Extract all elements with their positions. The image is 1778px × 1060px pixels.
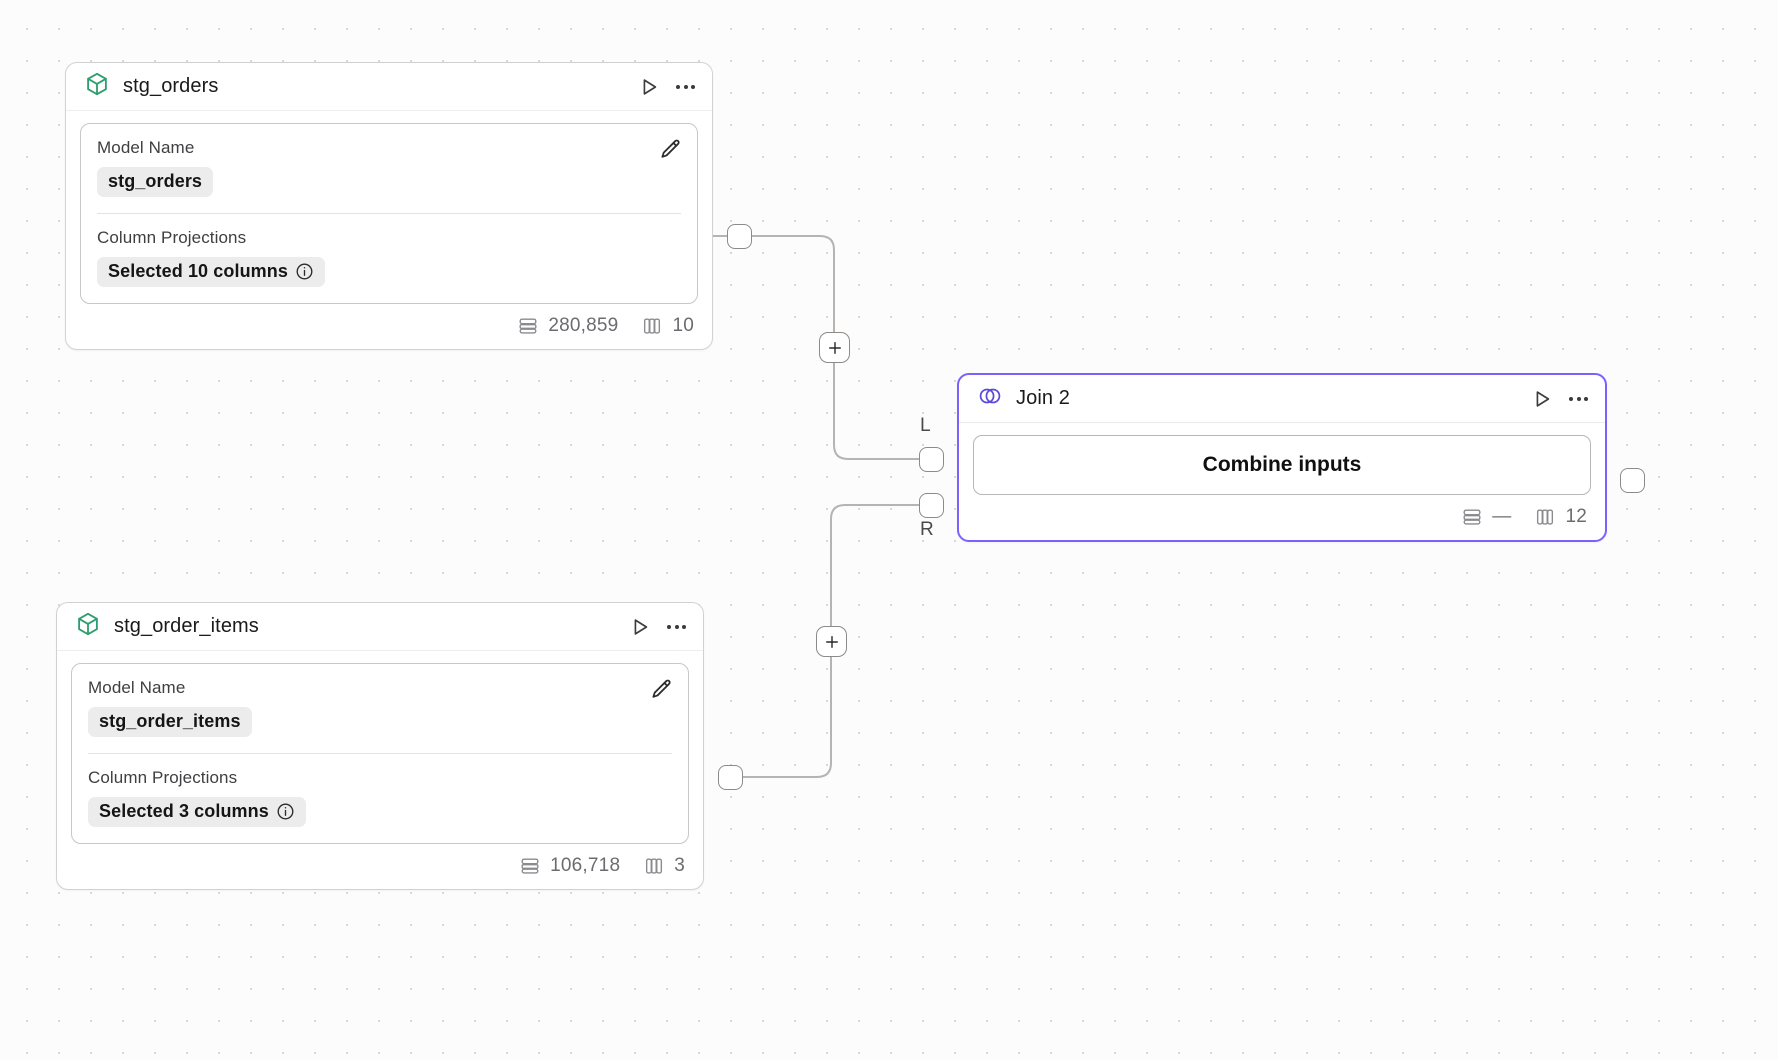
field-label-model-name: Model Name (97, 138, 195, 157)
column-projections-value[interactable]: Selected 3 columns (88, 797, 306, 827)
column-count-value: 12 (1565, 506, 1587, 527)
row-count-stat: — (1461, 506, 1511, 528)
left-input-port-label: L (920, 415, 931, 436)
column-count-value: 10 (672, 315, 694, 336)
column-count-value: 3 (674, 855, 685, 876)
column-count-stat: 12 (1534, 506, 1587, 528)
column-projections-value[interactable]: Selected 10 columns (97, 257, 325, 287)
play-icon[interactable] (628, 615, 652, 639)
more-options-icon[interactable] (666, 621, 687, 633)
columns-icon (643, 855, 665, 877)
play-icon[interactable] (1530, 387, 1554, 411)
more-options-icon[interactable] (1568, 393, 1589, 405)
model-config-card: Model Name stg_orders Column Projections… (80, 123, 698, 304)
combine-inputs-button[interactable]: Combine inputs (973, 435, 1591, 495)
node-stg-order-items[interactable]: stg_order_items Model Name (56, 602, 704, 890)
node-footer: 106,718 3 (57, 844, 703, 889)
node-body: Model Name stg_order_items Column Projec… (57, 651, 703, 844)
output-port-join-2[interactable] (1620, 468, 1645, 493)
pencil-icon[interactable] (658, 137, 683, 167)
column-count-stat: 3 (643, 855, 685, 877)
info-icon[interactable] (276, 802, 295, 821)
node-body: Model Name stg_orders Column Projections… (66, 111, 712, 304)
node-footer: 280,859 10 (66, 304, 712, 349)
model-name-value[interactable]: stg_orders (97, 167, 214, 197)
rows-icon (519, 855, 541, 877)
node-title: stg_order_items (114, 615, 259, 637)
rows-icon (1461, 506, 1483, 528)
row-count-value: — (1492, 506, 1512, 527)
column-projections-text: Selected 10 columns (108, 261, 288, 281)
play-icon[interactable] (637, 75, 661, 99)
node-body: Combine inputs (959, 423, 1605, 495)
node-title: Join 2 (1016, 387, 1070, 409)
node-join-2[interactable]: Join 2 Combine inputs (957, 373, 1607, 542)
columns-icon (1534, 506, 1556, 528)
left-input-port[interactable] (919, 447, 944, 472)
pencil-icon[interactable] (649, 677, 674, 707)
right-input-port-label: R (920, 519, 934, 540)
output-port-stg-order-items[interactable] (718, 765, 743, 790)
model-name-value[interactable]: stg_order_items (88, 707, 252, 737)
row-count-value: 106,718 (550, 855, 621, 876)
rows-icon (517, 315, 539, 337)
row-count-value: 280,859 (548, 315, 619, 336)
venn-join-icon (977, 383, 1003, 414)
row-count-stat: 280,859 (517, 315, 618, 337)
model-name-text: stg_orders (108, 171, 203, 191)
column-count-stat: 10 (641, 315, 694, 337)
node-header: stg_orders (66, 63, 712, 111)
add-step-button-bottom[interactable] (816, 626, 847, 657)
node-header: Join 2 (959, 375, 1605, 423)
node-footer: — 12 (959, 495, 1605, 540)
more-options-icon[interactable] (675, 81, 696, 93)
output-port-stg-orders[interactable] (727, 224, 752, 249)
node-stg-orders[interactable]: stg_orders Model Name (65, 62, 713, 350)
model-config-card: Model Name stg_order_items Column Projec… (71, 663, 689, 844)
node-title: stg_orders (123, 75, 219, 97)
divider (88, 753, 672, 754)
columns-icon (641, 315, 663, 337)
cube-icon (84, 71, 110, 102)
column-projections-text: Selected 3 columns (99, 801, 269, 821)
divider (97, 213, 681, 214)
right-input-port[interactable] (919, 493, 944, 518)
node-header: stg_order_items (57, 603, 703, 651)
row-count-stat: 106,718 (519, 855, 620, 877)
model-name-text: stg_order_items (99, 711, 241, 731)
add-step-button-top[interactable] (819, 332, 850, 363)
info-icon[interactable] (295, 262, 314, 281)
field-label-model-name: Model Name (88, 678, 186, 697)
field-label-column-projections: Column Projections (97, 228, 247, 247)
field-label-column-projections: Column Projections (88, 768, 238, 787)
cube-icon (75, 611, 101, 642)
